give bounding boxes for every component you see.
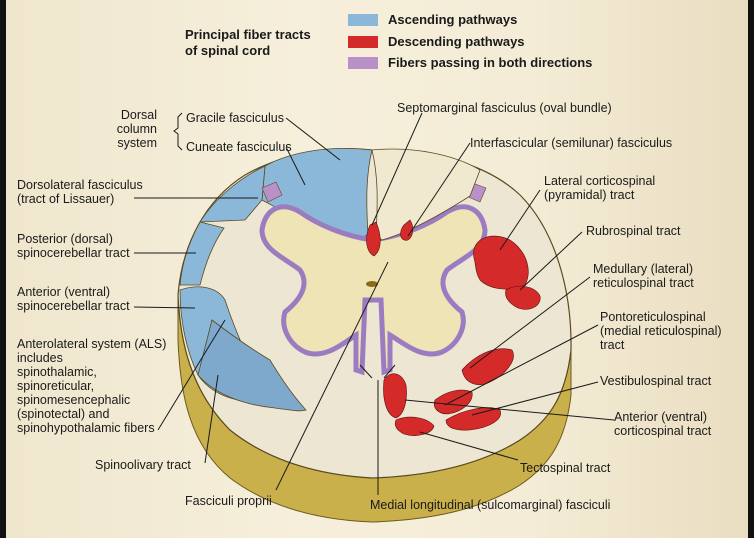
- system-line: system: [117, 136, 157, 150]
- label-interfascicular-fasciculus: Interfascicular (semilunar) fasciculus: [470, 136, 673, 150]
- legend-both-label: Fibers passing in both directions: [388, 55, 593, 70]
- tectospinal-tract: [394, 416, 435, 436]
- label-spinoolivary-tract: Spinoolivary tract: [95, 458, 191, 472]
- title-line-2: of spinal cord: [185, 43, 271, 58]
- interfascicular-fasciculus: [400, 219, 414, 241]
- label-anterior-corticospinal: Anterior (ventral) corticospinal tract: [614, 410, 711, 438]
- label-tectospinal-tract: Tectospinal tract: [520, 461, 611, 475]
- anterior-corticospinal-line-1: Anterior (ventral): [614, 410, 708, 424]
- anterior-spinocerebellar-line-1: Anterior (ventral): [17, 285, 111, 299]
- posterior-spinocerebellar-line-1: Posterior (dorsal): [17, 232, 113, 246]
- medullary-line-2: reticulospinal tract: [593, 276, 694, 290]
- figure-title: Principal fiber tracts of spinal cord: [185, 27, 311, 59]
- medullary-reticulospinal-tract: [461, 348, 514, 385]
- als-line-7: spinohypothalamic fibers: [17, 421, 155, 435]
- anterior-spinocerebellar-line-2: spinocerebellar tract: [17, 299, 130, 313]
- legend-swatch-descending: [348, 36, 378, 48]
- pontoreticulospinal-line-2: (medial reticulospinal): [600, 324, 722, 338]
- label-pontoreticulospinal: Pontoreticulospinal (medial reticulospin…: [600, 310, 722, 352]
- label-posterior-spinocerebellar: Posterior (dorsal) spinocerebellar tract: [17, 232, 130, 260]
- right-dorsal-column: [371, 148, 481, 241]
- pontoreticulospinal-line-3: tract: [600, 338, 625, 352]
- label-rubrospinal-tract: Rubrospinal tract: [586, 224, 681, 238]
- left-border: [0, 0, 6, 538]
- anterior-corticospinal-tract: [383, 373, 407, 419]
- right-border: [748, 0, 754, 538]
- anterolateral-system-region: [197, 319, 307, 412]
- medullary-line-1: Medullary (lateral): [593, 262, 694, 276]
- central-canal: [366, 281, 378, 287]
- label-anterior-spinocerebellar: Anterior (ventral) spinocerebellar tract: [17, 285, 130, 313]
- legend-swatch-both: [348, 57, 378, 69]
- label-anterolateral-system: Anterolateral system (ALS) includes spin…: [17, 337, 166, 435]
- vestibulospinal-tract: [445, 407, 501, 431]
- label-vestibulospinal-tract: Vestibulospinal tract: [600, 374, 712, 388]
- label-dorsolateral-fasciculus: Dorsolateral fasciculus (tract of Lissau…: [17, 178, 143, 206]
- title-line-1: Principal fiber tracts: [185, 27, 311, 42]
- legend-descending-label: Descending pathways: [388, 34, 525, 49]
- pontoreticulospinal-line-1: Pontoreticulospinal: [600, 310, 706, 324]
- als-line-5: spinomesencephalic: [17, 393, 131, 407]
- als-line-6: (spinotectal) and: [17, 407, 110, 421]
- label-lateral-corticospinal: Lateral corticospinal (pyramidal) tract: [544, 174, 655, 202]
- label-dorsal-column-system: Dorsal column system: [90, 108, 157, 150]
- label-cuneate-fasciculus: Cuneate fasciculus: [186, 140, 292, 154]
- lateral-corticospinal-line-2: (pyramidal) tract: [544, 188, 635, 202]
- posterior-spinocerebellar-region: [179, 221, 225, 286]
- gray-matter: [259, 204, 488, 376]
- legend-swatch-ascending: [348, 14, 378, 26]
- label-gracile-fasciculus: Gracile fasciculus: [186, 111, 284, 125]
- posterior-spinocerebellar-line-2: spinocerebellar tract: [17, 246, 130, 260]
- column-line: column: [116, 122, 157, 136]
- label-medial-longitudinal-fasciculi: Medial longitudinal (sulcomarginal) fasc…: [370, 498, 611, 512]
- als-line-1: Anterolateral system (ALS): [17, 337, 167, 351]
- lateral-corticospinal-line-1: Lateral corticospinal: [544, 174, 656, 188]
- als-line-4: spinoreticular,: [17, 379, 95, 393]
- dorsolateral-line-1: Dorsolateral fasciculus: [17, 178, 143, 192]
- rubrospinal-tract: [505, 285, 541, 310]
- leader-lines: [133, 112, 615, 495]
- dorsolateral-fasciculus-region: [261, 181, 283, 203]
- als-line-3: spinothalamic,: [17, 365, 97, 379]
- label-septomarginal-fasciculus: Septomarginal fasciculus (oval bundle): [397, 101, 612, 115]
- label-fasciculi-proprii: Fasciculi proprii: [185, 494, 272, 508]
- septomarginal-fasciculus: [366, 221, 381, 257]
- als-line-2: includes: [17, 351, 63, 365]
- anterior-corticospinal-line-2: corticospinal tract: [614, 424, 712, 438]
- dorsolateral-line-2: (tract of Lissauer): [17, 192, 115, 206]
- legend-ascending-label: Ascending pathways: [388, 12, 518, 27]
- dorsal-line: Dorsal: [120, 108, 157, 122]
- label-medullary-reticulospinal: Medullary (lateral) reticulospinal tract: [593, 262, 694, 290]
